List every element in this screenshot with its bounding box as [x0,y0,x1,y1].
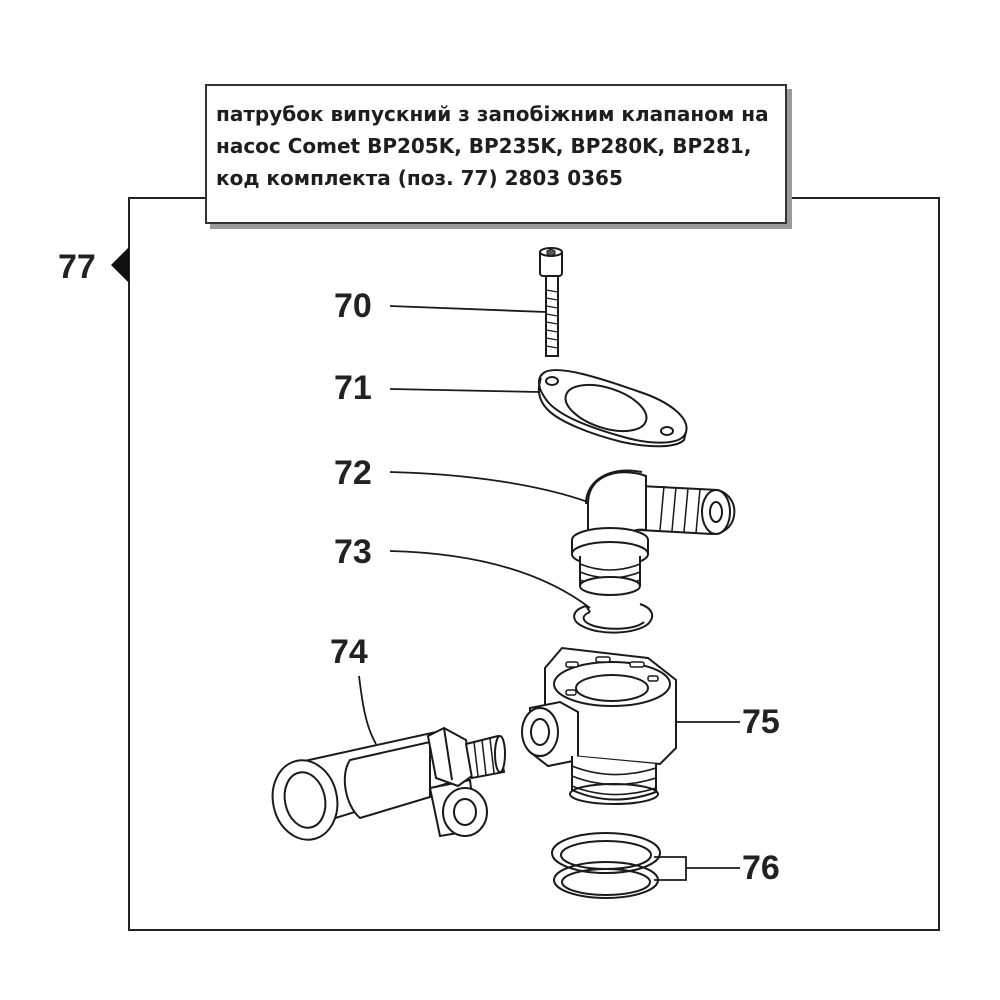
leader-line-70 [389,305,547,313]
caption-line-3: код комплекта (поз. 77) 2803 0365 [216,166,623,190]
leader-line-72 [389,471,589,503]
outlet-manifold-icon [521,646,677,805]
part-label-70: 70 [334,287,372,325]
leader-line-76 [654,856,687,881]
part-label-72: 72 [334,454,372,492]
part-label-74: 74 [330,633,368,671]
caption-line-2: насос Comet BP205K, BP235K, BP280K, BP28… [216,134,752,158]
part-label-76: 76 [742,849,780,887]
leader-line-74 [358,675,377,745]
caption-box: патрубок випускний з запобіжним клапаном… [205,84,787,224]
group-marker-arrow-icon [111,247,129,283]
group-label: 77 [58,248,96,286]
part-label-71: 71 [334,369,372,407]
part-label-75: 75 [742,703,780,741]
safety-valve-icon [271,726,506,841]
leader-lines [358,305,740,881]
retaining-ring-icon [573,603,654,634]
o-ring-pair-icon [551,832,661,899]
bolt-icon [539,247,563,357]
leader-line-73 [389,550,591,609]
caption-line-1: патрубок випускний з запобіжним клапаном… [216,102,769,126]
diagram-frame [128,197,940,931]
part-label-73: 73 [334,533,372,571]
flange-gasket-icon [537,369,688,448]
leader-line-71 [389,388,541,393]
elbow-hose-fitting-icon [571,469,736,596]
